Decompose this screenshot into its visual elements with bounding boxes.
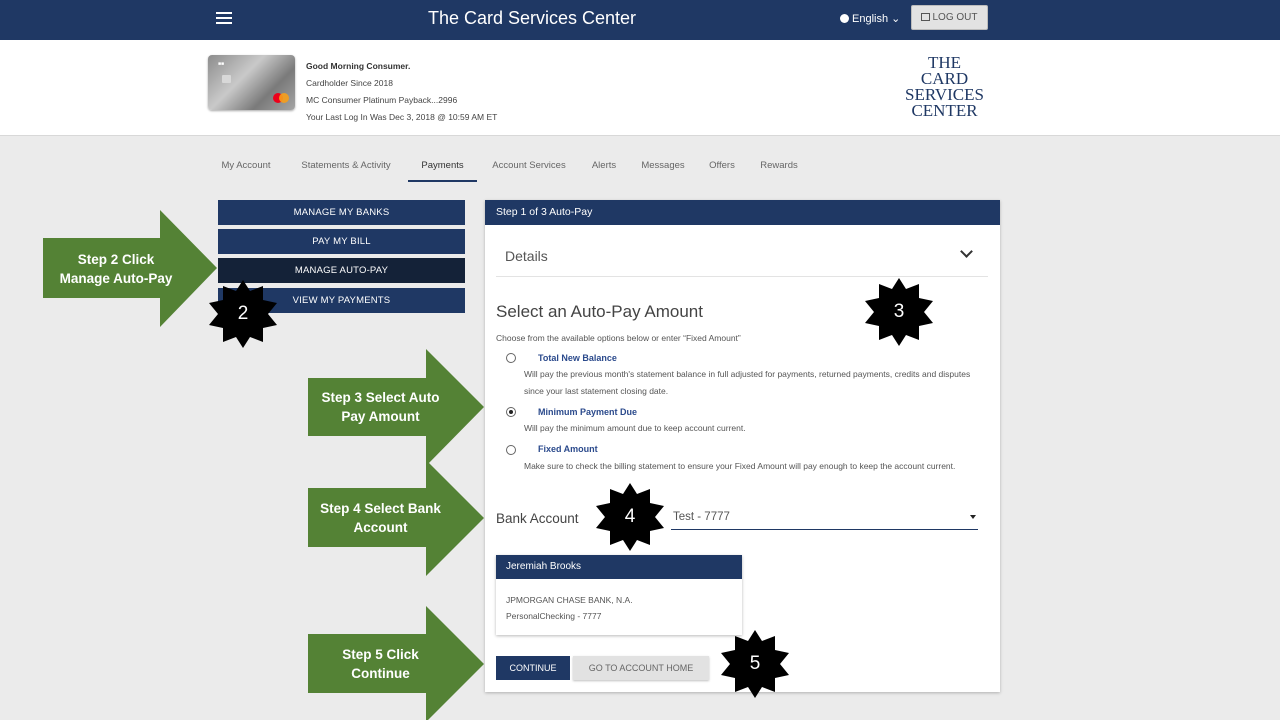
callout-step-5-line: Continue xyxy=(351,666,410,681)
callout-step-4-line: Account xyxy=(353,520,408,535)
option-desc-minimum-payment-due: Will pay the minimum amount due to keep … xyxy=(524,423,746,433)
details-label: Details xyxy=(505,248,548,264)
step-badge-number: 4 xyxy=(624,506,636,527)
callout-step-2-line: Step 2 Click xyxy=(77,252,155,267)
callout-step-2-arrow: Step 2 Click Manage Auto-Pay xyxy=(43,210,217,327)
tab-statements-activity[interactable]: Statements & Activity xyxy=(301,160,391,171)
callout-step-3-arrow: Step 3 Select Auto Pay Amount xyxy=(308,349,484,466)
option-label-fixed-amount[interactable]: Fixed Amount xyxy=(538,444,598,454)
option-desc-total-new-balance: Will pay the previous month's statement … xyxy=(524,369,971,396)
manage-my-banks-button[interactable]: MANAGE MY BANKS xyxy=(218,200,465,225)
chevron-down-icon xyxy=(960,245,973,258)
option-label-minimum-payment-due[interactable]: Minimum Payment Due xyxy=(538,407,638,417)
logo-line: CENTER xyxy=(911,101,978,120)
dropdown-caret-icon xyxy=(970,515,976,519)
bank-account-select[interactable]: Test - 7777 xyxy=(671,508,978,530)
select-amount-subtitle: Choose from the available options below … xyxy=(496,333,741,343)
callout-step-2-line: Manage Auto-Pay xyxy=(59,271,173,286)
logo-line: CARD SERVICES xyxy=(905,69,984,104)
step-badge-4: 4 xyxy=(596,483,664,551)
account-header: ■■ Good Morning Consumer. Cardholder Sin… xyxy=(0,40,1280,136)
pay-my-bill-button[interactable]: PAY MY BILL xyxy=(218,229,465,254)
step-badge-number: 2 xyxy=(237,303,249,324)
select-amount-title: Select an Auto-Pay Amount xyxy=(496,302,703,321)
step-badge-number: 5 xyxy=(749,653,761,674)
logout-label: LOG OUT xyxy=(932,12,978,23)
bank-account-label: Bank Account xyxy=(496,511,579,526)
brand-logo: THE CARD SERVICES CENTER xyxy=(880,53,1009,120)
option-desc-fixed-amount: Make sure to check the billing statement… xyxy=(524,461,956,471)
bank-account-selected: Test - 7777 xyxy=(673,511,730,523)
continue-button[interactable]: CONTINUE xyxy=(496,656,570,680)
card-name: MC Consumer Platinum Payback...2996 xyxy=(306,95,458,105)
tab-rewards[interactable]: Rewards xyxy=(760,160,798,171)
radio-fixed-amount[interactable] xyxy=(506,445,516,455)
auto-pay-panel: Step 1 of 3 Auto-Pay Details Select an A… xyxy=(485,200,1000,692)
greeting: Good Morning Consumer. xyxy=(306,61,411,71)
tab-account-services[interactable]: Account Services xyxy=(492,160,566,171)
language-selector[interactable]: English ⌄ xyxy=(840,12,900,25)
language-label: English xyxy=(852,13,889,25)
callout-step-3-line: Step 3 Select Auto xyxy=(321,390,440,405)
logout-icon xyxy=(921,13,931,21)
bank-card-holder-name: Jeremiah Brooks xyxy=(496,555,742,579)
hamburger-menu-icon[interactable] xyxy=(216,12,232,24)
site-title: The Card Services Center xyxy=(427,8,637,28)
panel-header: Step 1 of 3 Auto-Pay xyxy=(485,200,1000,225)
last-login: Your Last Log In Was Dec 3, 2018 @ 10:59… xyxy=(306,112,498,122)
radio-total-new-balance[interactable] xyxy=(506,353,516,363)
bank-account-type: PersonalChecking - 7777 xyxy=(506,611,602,621)
account-info: Good Morning Consumer. Cardholder Since … xyxy=(306,58,497,126)
callout-step-4-line: Step 4 Select Bank xyxy=(320,501,441,516)
step-badge-2: 2 xyxy=(209,280,277,348)
option-label-total-new-balance[interactable]: Total New Balance xyxy=(538,353,617,363)
callout-step-5-arrow: Step 5 Click Continue xyxy=(308,606,484,720)
logout-button[interactable]: LOG OUT xyxy=(911,5,988,30)
details-accordion[interactable]: Details xyxy=(496,238,988,277)
tab-my-account[interactable]: My Account xyxy=(221,160,271,171)
manage-auto-pay-button[interactable]: MANAGE AUTO-PAY xyxy=(218,258,465,283)
bank-details-card: Jeremiah Brooks JPMORGAN CHASE BANK, N.A… xyxy=(496,555,742,635)
step-badge-5: 5 xyxy=(721,630,789,698)
go-to-account-home-button[interactable]: GO TO ACCOUNT HOME xyxy=(573,656,709,680)
tab-offers[interactable]: Offers xyxy=(709,160,735,171)
callout-step-4-arrow: Step 4 Select Bank Account xyxy=(308,460,484,576)
top-nav-bar: The Card Services Center English ⌄ LOG O… xyxy=(0,0,1280,40)
step-badge-3: 3 xyxy=(865,278,933,346)
radio-minimum-payment-due[interactable] xyxy=(506,407,516,417)
bank-name: JPMORGAN CHASE BANK, N.A. xyxy=(506,595,633,605)
globe-icon xyxy=(840,14,849,23)
cardholder-since: Cardholder Since 2018 xyxy=(306,78,393,88)
tab-messages[interactable]: Messages xyxy=(641,160,685,171)
step-badge-number: 3 xyxy=(893,301,905,322)
callout-step-3-line: Pay Amount xyxy=(341,409,420,424)
tab-payments[interactable]: Payments xyxy=(408,152,477,182)
tab-alerts[interactable]: Alerts xyxy=(591,160,617,171)
callout-step-5-line: Step 5 Click xyxy=(342,647,419,662)
logo-line: THE xyxy=(927,53,962,72)
credit-card-image: ■■ xyxy=(208,55,295,110)
